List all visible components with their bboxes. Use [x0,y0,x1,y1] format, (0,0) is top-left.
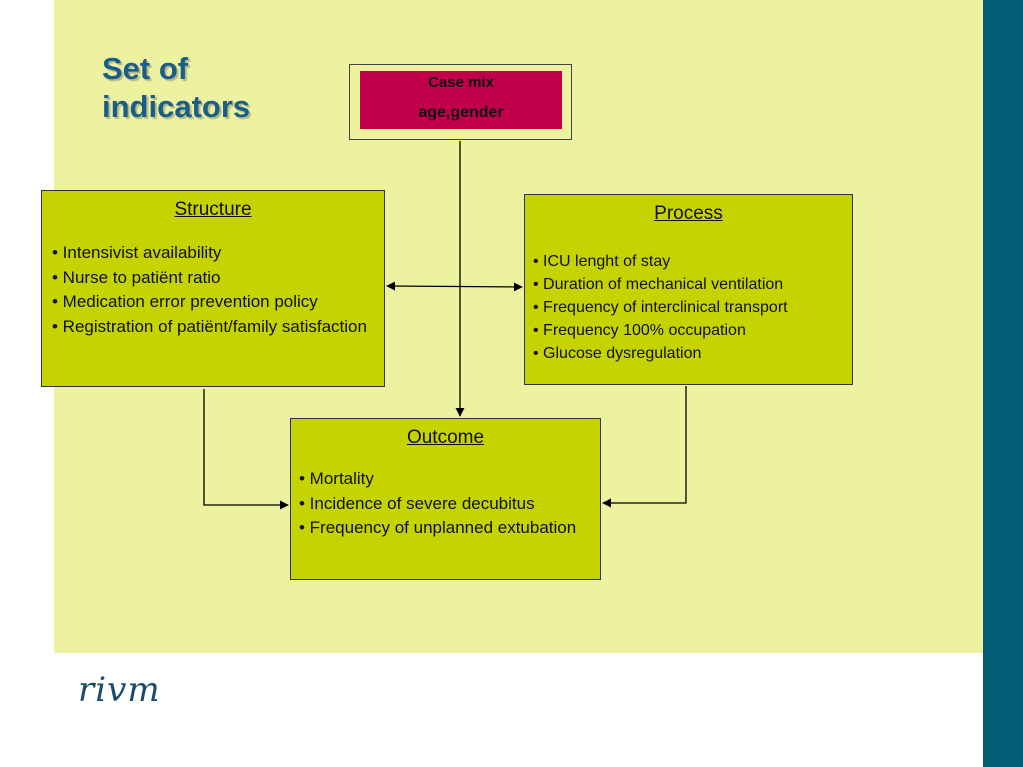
structure-item: • Registration of patiënt/family satisfa… [52,316,367,336]
outcome-heading: Outcome [406,427,485,448]
process-list: • ICU lenght of stay • Duration of mecha… [533,250,844,365]
slide-title: Set of indicators [102,51,251,124]
process-item: • Glucose dysregulation [533,345,702,362]
rivm-logo: rivm [78,670,161,710]
case-mix-frame: Case mix age,gender [349,64,572,140]
structure-item: • Medication error prevention policy [52,292,318,311]
process-heading: Process [654,203,723,224]
structure-heading: Structure [174,199,252,220]
structure-list: • Intensivist availability • Nurse to pa… [52,241,374,339]
structure-item: • Nurse to patiënt ratio [52,267,221,287]
outcome-item: • Mortality [299,469,374,488]
outcome-item: • Frequency of unplanned extubation [299,518,577,537]
case-mix-subtitle: age,gender [418,104,504,121]
outcome-list: • Mortality • Incidence of severe decubi… [299,467,592,541]
outcome-item: • Incidence of severe decubitus [299,493,535,513]
process-item: • ICU lenght of stay [533,253,671,270]
process-item: • Duration of mechanical ventilation [533,276,784,293]
structure-item: • Intensivist availability [52,243,222,262]
case-mix-title: Case mix [428,74,494,91]
process-box: Process • ICU lenght of stay • Duration … [524,194,853,385]
process-item: • Frequency 100% occupation [533,322,746,339]
outcome-box: Outcome • Mortality • Incidence of sever… [290,418,601,580]
case-mix-box: Case mix age,gender [360,71,562,129]
right-sidebar-edge [1001,0,1007,653]
structure-box: Structure • Intensivist availability • N… [41,190,385,387]
process-item: • Frequency of interclinical transport [533,299,788,316]
